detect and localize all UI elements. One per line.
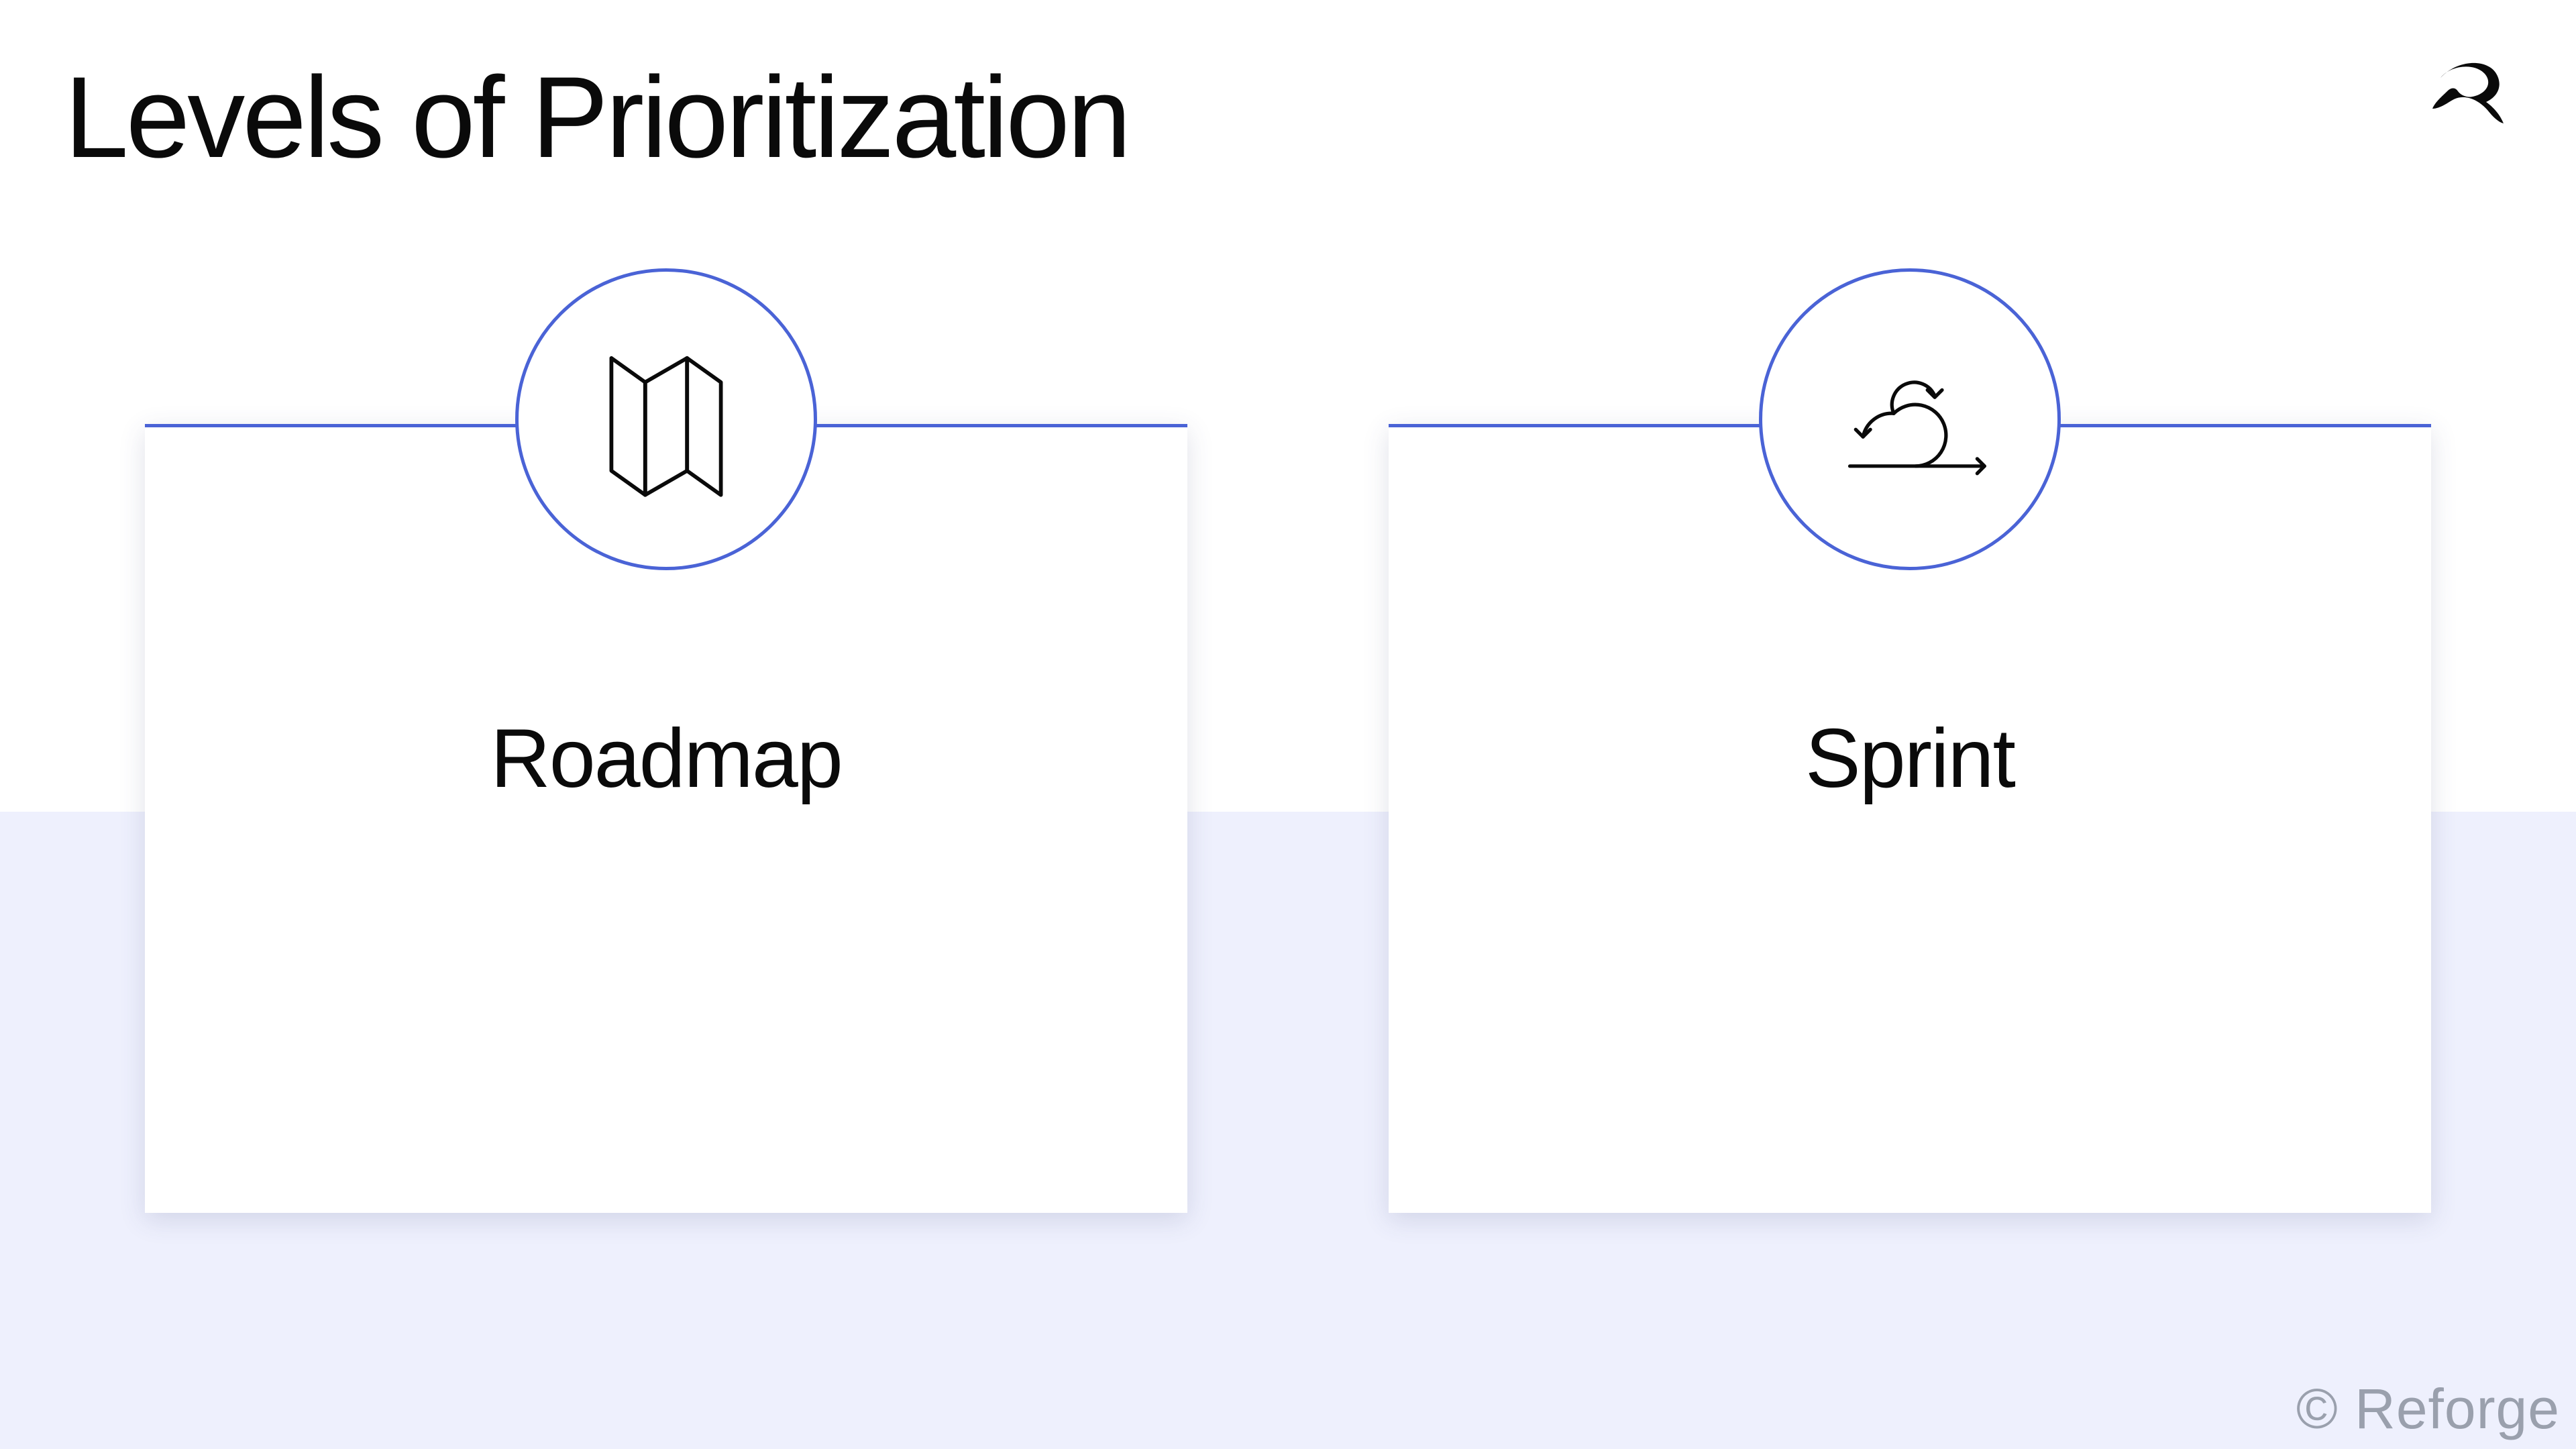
- slide-title: Levels of Prioritization: [64, 53, 1132, 182]
- roadmap-icon-circle: [515, 268, 817, 570]
- copyright-notice: © Reforge: [2296, 1377, 2560, 1440]
- reforge-logo-icon: [2432, 62, 2504, 123]
- sprint-label: Sprint: [1805, 712, 2016, 805]
- folded-map-icon: [609, 356, 723, 497]
- sprint-loop-arrow-icon: [1847, 380, 1986, 476]
- roadmap-label: Roadmap: [490, 712, 843, 805]
- sprint-icon-circle: [1759, 268, 2061, 570]
